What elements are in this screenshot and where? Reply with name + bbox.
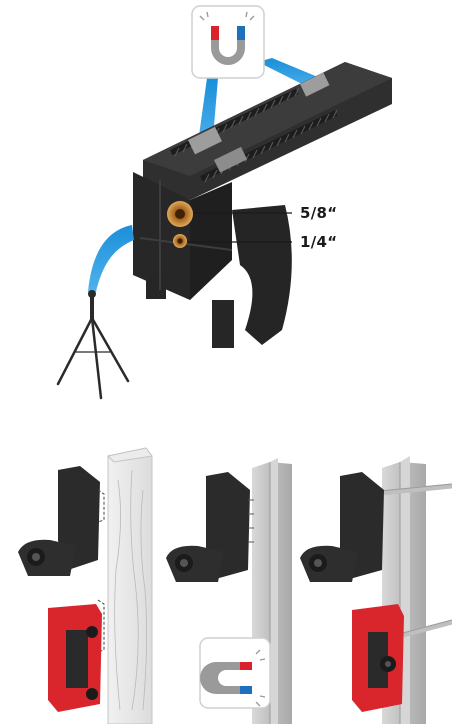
bracket-body	[133, 62, 392, 348]
scene-metal-rail-strap	[300, 456, 452, 724]
thread-5-8	[167, 201, 292, 227]
thread-label-1-4: 1/4“	[300, 233, 338, 251]
scene-wood-post	[18, 447, 153, 725]
magnet-icon-bottom	[199, 637, 271, 709]
magnet-icon	[191, 5, 265, 79]
tripod-callout-beam	[88, 225, 134, 292]
thread-label-5-8: 5/8“	[300, 204, 338, 222]
tripod-icon	[56, 290, 130, 400]
thread-1-4	[173, 234, 292, 248]
